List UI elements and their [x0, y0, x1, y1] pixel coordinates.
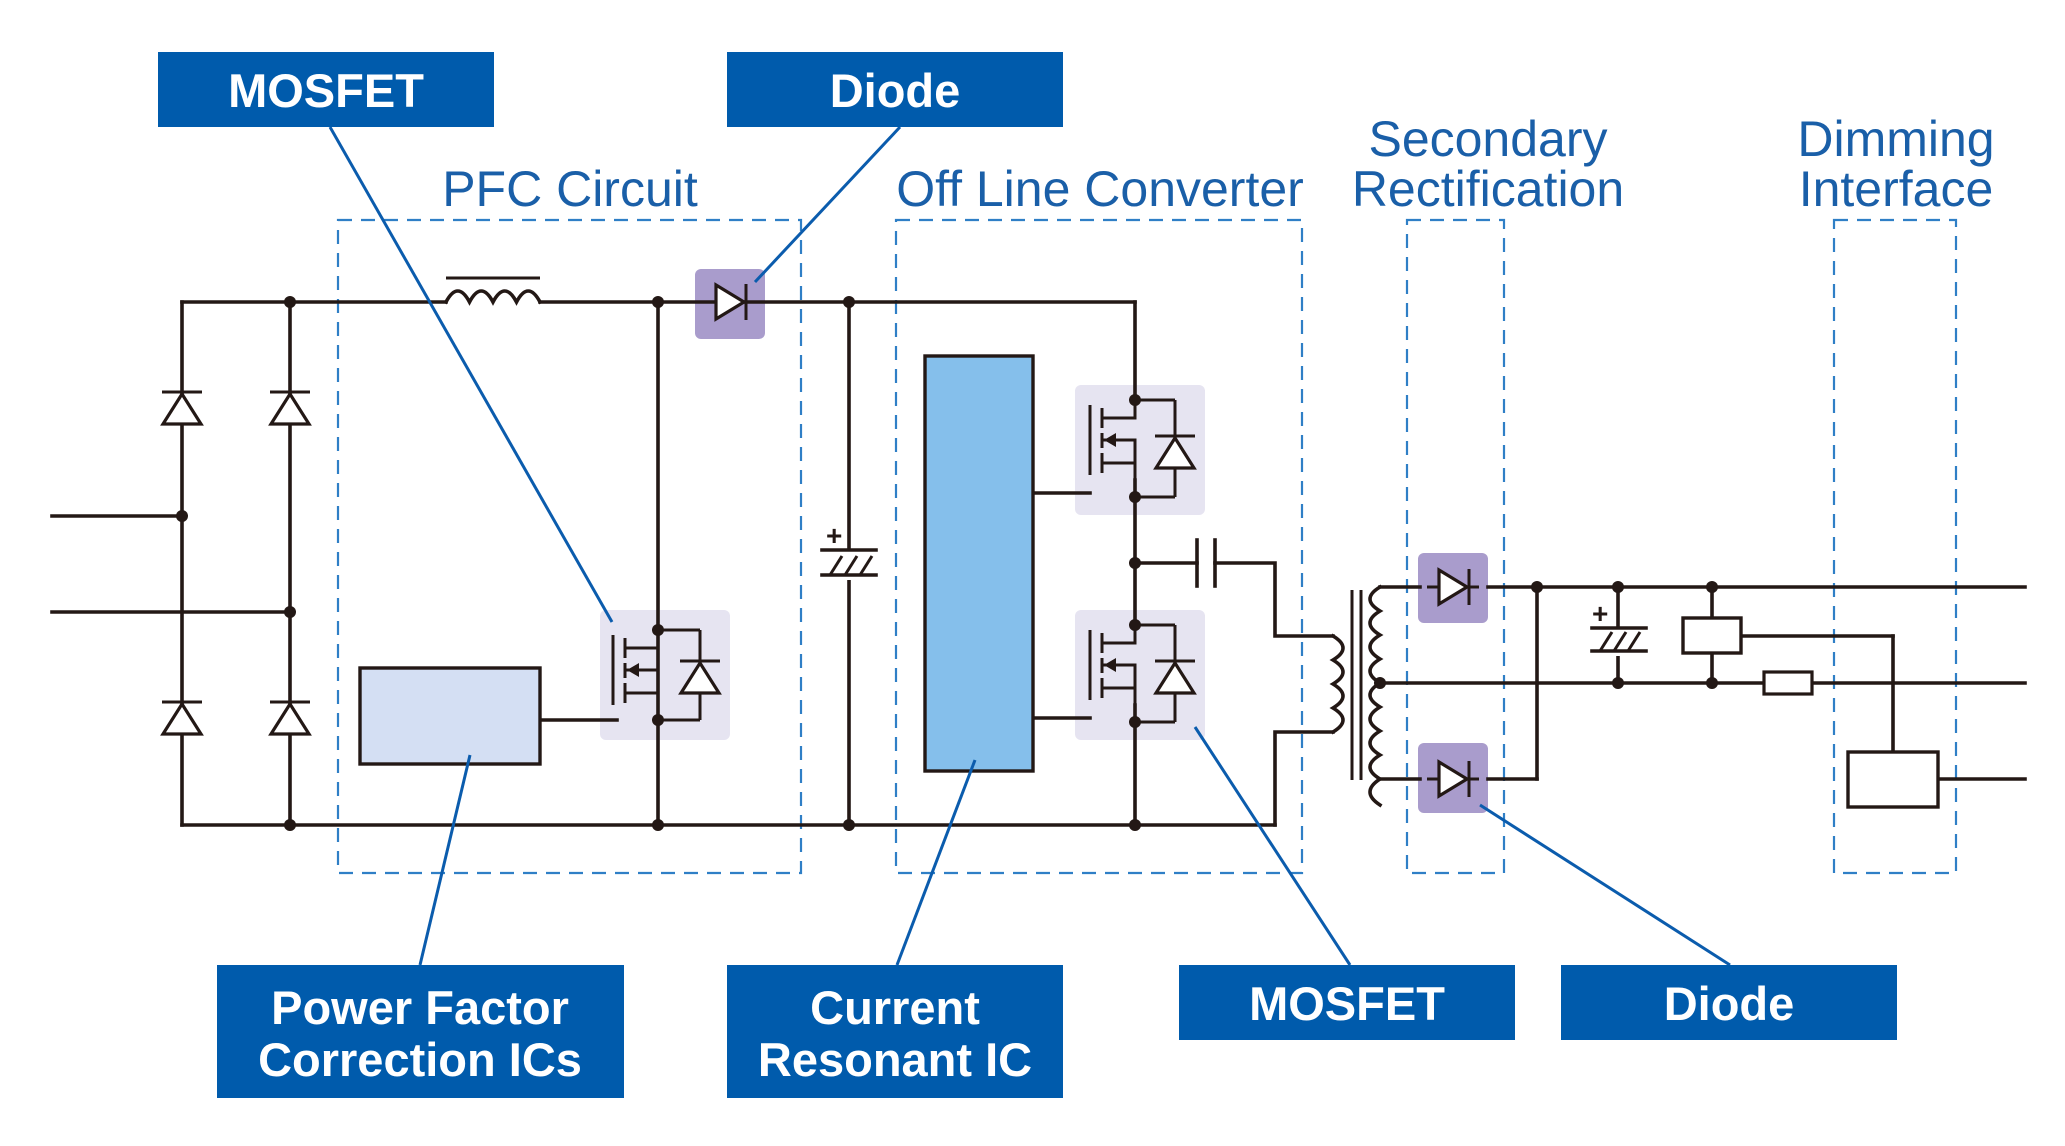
- svg-text:+: +: [826, 520, 842, 551]
- secondary-rectification-box: [1405, 218, 1506, 875]
- callout-resonant-ic: Current Resonant IC: [727, 965, 1063, 1098]
- pfc-circuit-label: PFC Circuit: [442, 161, 698, 217]
- output-relay: [1681, 616, 1743, 655]
- callout-mosfet-bottom: MOSFET: [1179, 965, 1515, 1040]
- upper-mosfet: [1088, 398, 1197, 499]
- secondary-rectification-label-2: Rectification: [1352, 161, 1624, 217]
- leader-mosfet-bottom: [1193, 726, 1352, 966]
- svg-text:Diode: Diode: [1664, 977, 1795, 1030]
- resonant-ic-block: [923, 354, 1035, 773]
- bulk-capacitor: +: [820, 520, 878, 580]
- leader-resonant-ic: [895, 759, 977, 966]
- pfc-mosfet-highlight: [600, 610, 730, 740]
- callout-diode-bottom: Diode: [1561, 965, 1897, 1040]
- offline-converter-label: Off Line Converter: [896, 161, 1304, 217]
- svg-text:Diode: Diode: [830, 64, 961, 117]
- bridge-diode-2: [268, 390, 312, 426]
- svg-text:+: +: [1592, 598, 1608, 629]
- circuit-wiring: [50, 276, 2027, 827]
- svg-text:Resonant IC: Resonant IC: [758, 1033, 1032, 1086]
- pfc-ic-block: [358, 666, 542, 766]
- junction-dots: [176, 296, 1718, 831]
- sense-resistor: [1762, 670, 1814, 696]
- svg-text:Correction ICs: Correction ICs: [258, 1033, 582, 1086]
- svg-text:MOSFET: MOSFET: [228, 64, 424, 117]
- svg-text:Power Factor: Power Factor: [271, 981, 569, 1034]
- leader-diode-top: [753, 125, 902, 284]
- dimming-interface-label-2: Interface: [1799, 161, 1994, 217]
- dimming-interface-box: [1832, 218, 1958, 875]
- bridge-diode-1: [160, 390, 204, 426]
- bridge-diode-4: [268, 700, 312, 736]
- bridge-diode-3: [160, 700, 204, 736]
- secondary-rectification-label-1: Secondary: [1368, 111, 1607, 167]
- callout-pfc-ic: Power Factor Correction ICs: [217, 965, 624, 1098]
- svg-text:Current: Current: [810, 981, 980, 1034]
- lower-mosfet: [1088, 623, 1197, 724]
- svg-text:MOSFET: MOSFET: [1249, 977, 1445, 1030]
- dimming-block: [1846, 750, 1940, 809]
- leader-diode-bottom: [1479, 803, 1731, 967]
- dimming-interface-label-1: Dimming: [1797, 111, 1994, 167]
- pfc-circuit-box: [336, 218, 803, 875]
- pfc-mosfet: [611, 628, 722, 722]
- leader-pfc-ic: [418, 754, 472, 966]
- output-capacitor: +: [1590, 598, 1648, 656]
- callout-diode-top: Diode: [727, 52, 1063, 127]
- leader-mosfet-top: [328, 126, 614, 623]
- callout-mosfet-top: MOSFET: [158, 52, 494, 127]
